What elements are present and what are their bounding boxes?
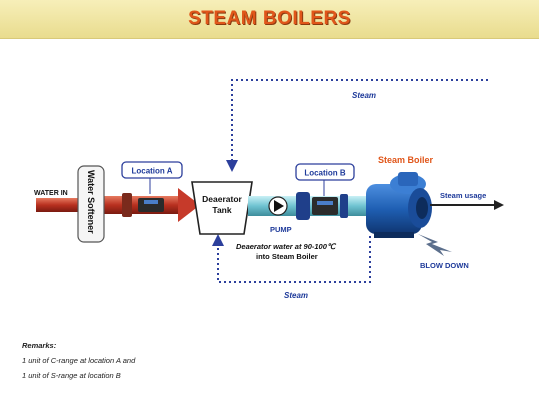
remarks-title: Remarks: <box>22 341 57 350</box>
deaerator-tank: Deaerator Tank <box>191 181 253 235</box>
blow-down-lightning-icon <box>418 234 452 256</box>
water-inlet-pipe <box>36 188 200 222</box>
steam-top-label: Steam <box>352 91 376 100</box>
location-a-callout: Location A <box>121 161 183 194</box>
steam-bottom-label: Steam <box>284 291 308 300</box>
remarks-line-1: 1 unit of C-range at location A and <box>22 356 136 365</box>
location-b-callout: Location B <box>295 163 355 196</box>
steam-boiler <box>366 172 432 238</box>
steam-boiler-label: Steam Boiler <box>378 155 434 165</box>
remarks-block: Remarks: 1 unit of C-range at location A… <box>22 338 135 383</box>
steam-return-line-bottom <box>212 234 371 283</box>
pump-label: PUMP <box>270 225 292 234</box>
steam-return-line-top <box>226 79 488 172</box>
water-softener-label: Water Softener <box>86 170 96 234</box>
feedwater-pipe <box>248 192 368 220</box>
steam-usage-arrow <box>430 200 504 210</box>
page-title: STEAM BOILERS <box>188 8 351 29</box>
deaerator-label-line1: Deaerator <box>202 194 242 204</box>
header-banner <box>0 0 539 39</box>
blow-down-label: BLOW DOWN <box>420 261 469 270</box>
deaerator-note-line1: Deaerator water at 90-100℃ <box>236 242 337 251</box>
water-in-label: WATER IN <box>34 190 68 197</box>
deaerator-label-line2: Tank <box>212 205 231 215</box>
water-softener: Water Softener <box>77 165 105 243</box>
deaerator-note-line2: into Steam Boiler <box>256 252 318 261</box>
steam-usage-label: Steam usage <box>440 191 486 200</box>
location-a-label: Location A <box>131 167 172 176</box>
remarks-line-2: 1 unit of S-range at location B <box>22 371 121 380</box>
location-b-label: Location B <box>304 169 346 178</box>
